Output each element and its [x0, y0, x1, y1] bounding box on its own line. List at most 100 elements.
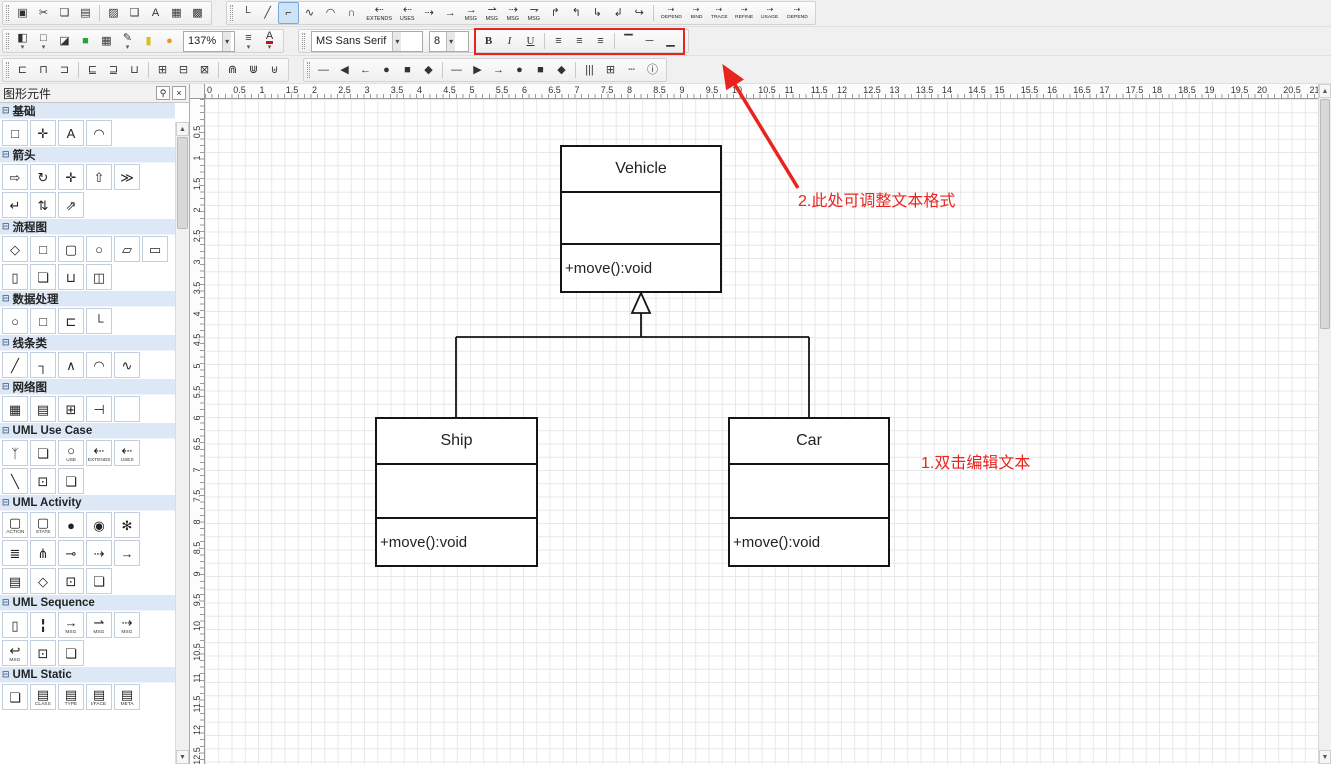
align-top-edges-button[interactable]: ⊑ — [82, 59, 103, 81]
italic-button[interactable]: I — [499, 30, 520, 52]
up-arrow[interactable]: ⇧ — [86, 164, 112, 190]
green-color-swatch[interactable]: ■ — [75, 30, 96, 52]
line-start-square-button[interactable]: ■ — [397, 59, 418, 81]
category-header-uml-sequence[interactable]: ⊟UML Sequence — [0, 595, 175, 611]
fill-color-button[interactable]: ◧▾ — [12, 30, 33, 52]
scroll-up-button[interactable]: ▲ — [176, 122, 189, 136]
category-header-uml-static[interactable]: ⊟UML Static — [0, 667, 175, 683]
curve-line[interactable]: ∿ — [114, 352, 140, 378]
cut-button[interactable]: ✂ — [33, 2, 54, 24]
terminator-shape[interactable]: ○ — [2, 308, 28, 334]
parallelogram-shape[interactable]: ▱ — [114, 236, 140, 262]
actor-shape[interactable]: ᛉ — [2, 440, 28, 466]
font-size-combobox[interactable]: 8▾ — [429, 30, 469, 52]
list-shape[interactable]: ▤ — [30, 396, 56, 422]
category-header-basic[interactable]: ⊟基础 — [0, 103, 175, 119]
align-bottom-edges-button[interactable]: ⊔ — [124, 59, 145, 81]
paste-button[interactable]: ▤ — [75, 2, 96, 24]
toolbar-drag-handle[interactable] — [6, 61, 9, 78]
scroll-down-button[interactable]: ▼ — [1319, 750, 1331, 764]
bent-up-arrow[interactable]: ⇗ — [58, 192, 84, 218]
eraser-button[interactable]: ◪ — [54, 30, 75, 52]
bind-connector-tool[interactable]: ⇢BIND — [686, 2, 707, 24]
save-button[interactable]: ▣ — [12, 2, 33, 24]
manual-operation-shape[interactable]: ▯ — [2, 264, 28, 290]
toolbar-drag-handle[interactable] — [6, 33, 9, 49]
duplicate-button[interactable]: ❑ — [124, 2, 145, 24]
line-color-button[interactable]: ✎▾ — [117, 30, 138, 52]
msg-connector-2[interactable]: ⇀MSG — [482, 2, 503, 24]
object-shape[interactable]: ▯ — [2, 612, 28, 638]
line-start-dot-button[interactable]: ● — [376, 59, 397, 81]
association-line-shape[interactable]: ╲ — [2, 468, 28, 494]
shape-style-button[interactable]: □▾ — [33, 30, 54, 52]
elbow-arrow-tool-2[interactable]: ↰ — [566, 2, 587, 24]
initial-state-shape[interactable]: ● — [58, 512, 84, 538]
depend-connector-tool-2[interactable]: ⇢DEPEND — [783, 2, 812, 24]
info-button[interactable]: ⓘ — [642, 59, 663, 81]
extends-relation-shape[interactable]: ⇠EXTENDS — [86, 440, 112, 466]
class-shape[interactable]: ▤CLASS — [30, 684, 56, 710]
sync-bar-shape[interactable]: ≣ — [2, 540, 28, 566]
connector-shape[interactable]: ○ — [86, 236, 112, 262]
group-button[interactable]: ⊎ — [264, 59, 285, 81]
zigzag-tool[interactable]: ∿ — [299, 2, 320, 24]
class-attributes[interactable] — [562, 193, 720, 245]
category-header-network[interactable]: ⊟网络图 — [0, 379, 175, 395]
activity-link-shape[interactable]: ⊡ — [58, 568, 84, 594]
elbow-line[interactable]: ┐ — [30, 352, 56, 378]
activity-note-shape[interactable]: ❏ — [86, 568, 112, 594]
link-node-shape[interactable]: ⊣ — [86, 396, 112, 422]
line-weight-button[interactable]: ≡▾ — [238, 30, 259, 52]
bent-arrow-tool[interactable]: ↪ — [629, 2, 650, 24]
toolbar-drag-handle[interactable] — [230, 5, 233, 21]
same-size-button[interactable]: ⊠ — [194, 59, 215, 81]
up-down-arrow[interactable]: ⇅ — [30, 192, 56, 218]
sequence-link-shape[interactable]: ⊡ — [30, 640, 56, 666]
toolbar-drag-handle[interactable] — [6, 5, 9, 21]
decision-diamond-shape[interactable]: ◇ — [30, 568, 56, 594]
drawing-canvas[interactable]: Vehicle +move():void Ship +move():void C… — [205, 99, 1318, 764]
copy-button[interactable]: ❏ — [54, 2, 75, 24]
table-shape[interactable]: ⊞ — [58, 396, 84, 422]
interface-shape[interactable]: ▤I/FACE — [86, 684, 112, 710]
highlighter-button[interactable]: ▮ — [138, 30, 159, 52]
document-shape[interactable]: ❏ — [30, 264, 56, 290]
corner-line-shape[interactable]: └ — [86, 308, 112, 334]
line-start-open-arrow-button[interactable]: ← — [355, 59, 376, 81]
state-shape[interactable]: ▢STATE — [30, 512, 56, 538]
panel-scrollbar-thumb[interactable] — [177, 137, 188, 229]
image-tool-button[interactable]: ▦ — [166, 2, 187, 24]
class-name[interactable]: Vehicle — [562, 147, 720, 193]
cylinder-shape[interactable]: ⊔ — [58, 264, 84, 290]
window-scrollbar[interactable]: ▲ ▼ — [1318, 84, 1331, 764]
category-header-uml-activity[interactable]: ⊟UML Activity — [0, 495, 175, 511]
depend-connector-tool[interactable]: ⇢DEPEND — [657, 2, 686, 24]
fork-join-shape[interactable]: ⋔ — [30, 540, 56, 566]
line-end-diamond-button[interactable]: ◆ — [551, 59, 572, 81]
rectangle-shape[interactable]: □ — [2, 120, 28, 146]
table-button[interactable]: ⊞ — [600, 59, 621, 81]
valign-middle-button[interactable]: ─ — [639, 30, 660, 52]
text-tool-button[interactable]: A — [145, 2, 166, 24]
scroll-down-button[interactable]: ▼ — [176, 750, 189, 764]
uses-relation-shape[interactable]: ⇠USES — [114, 440, 140, 466]
class-name[interactable]: Ship — [377, 419, 536, 465]
text-shape[interactable]: A — [58, 120, 84, 146]
lifeline-shape[interactable]: ╏ — [30, 612, 56, 638]
valign-top-button[interactable]: ▔ — [618, 30, 639, 52]
pattern-button[interactable]: ▦ — [96, 30, 117, 52]
rounded-process-shape[interactable]: ▢ — [58, 236, 84, 262]
category-header-data-processing[interactable]: ⊟数据处理 — [0, 291, 175, 307]
align-left-edges-button[interactable]: ⊏ — [12, 59, 33, 81]
zigzag-line[interactable]: ∧ — [58, 352, 84, 378]
decision-shape[interactable]: ◇ — [2, 236, 28, 262]
metaclass-shape[interactable]: ▤META — [114, 684, 140, 710]
refine-connector-tool[interactable]: ⇢REFINE — [731, 2, 757, 24]
uses-connector-tool[interactable]: ⇠USES — [396, 2, 418, 24]
curve-tool[interactable]: ∩ — [341, 2, 362, 24]
move-tool-shape[interactable]: ✛ — [30, 120, 56, 146]
category-header-arrows[interactable]: ⊟箭头 — [0, 147, 175, 163]
transition-shape[interactable]: → — [114, 540, 140, 566]
action-shape[interactable]: ▢ACTION — [2, 512, 28, 538]
